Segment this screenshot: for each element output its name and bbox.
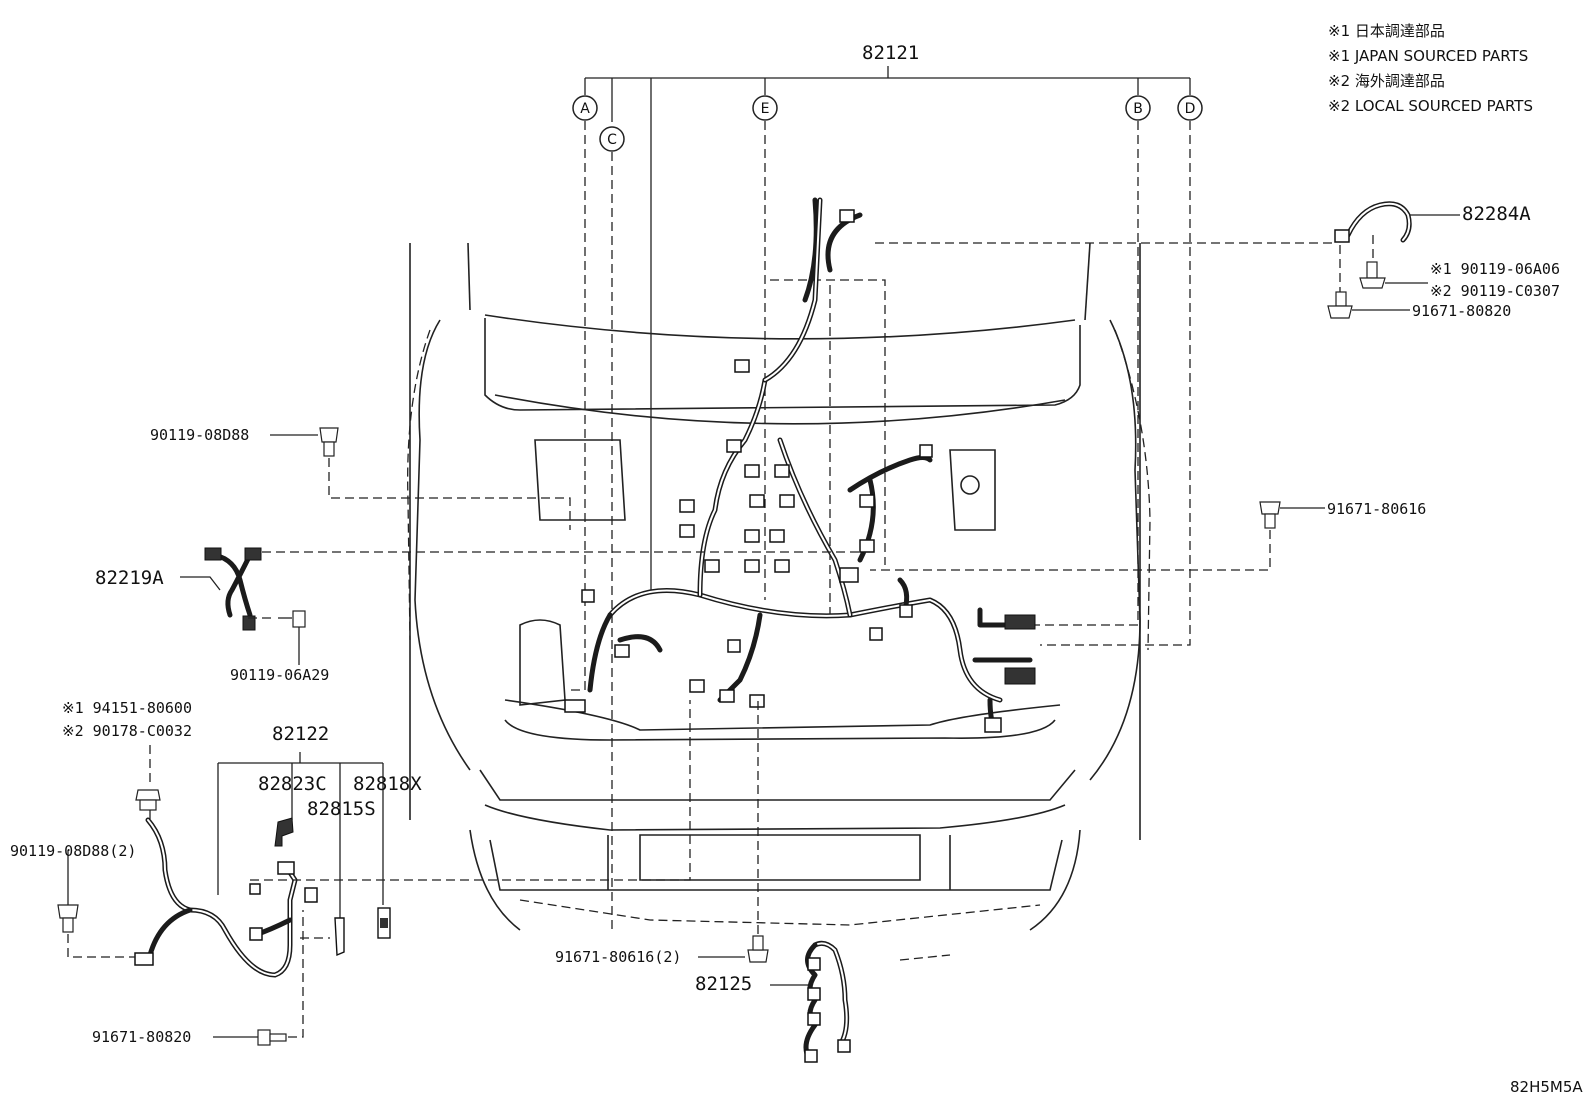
label-91671-80616: 91671-80616 bbox=[1327, 500, 1426, 518]
callout-c: C bbox=[599, 126, 625, 152]
bolt-90119-08D88-2 bbox=[57, 850, 135, 958]
part-82284A-cable bbox=[875, 201, 1460, 310]
svg-text:E: E bbox=[761, 101, 770, 117]
callout-e: E bbox=[752, 95, 778, 121]
label-90119-06A29: 90119-06A29 bbox=[230, 666, 329, 684]
vehicle-outline bbox=[407, 242, 1151, 961]
label-82125: 82125 bbox=[695, 973, 752, 995]
assembly-82122-bracket bbox=[217, 752, 384, 920]
label-90119-C0307: ※2 90119-C0307 bbox=[1430, 282, 1560, 300]
label-91671-80820-bottom: 91671-80820 bbox=[92, 1028, 191, 1046]
bolt-90119-06A29 bbox=[278, 610, 306, 665]
label-91671-80820-top: 91671-80820 bbox=[1412, 302, 1511, 320]
label-90119-08D88: 90119-08D88 bbox=[150, 426, 249, 444]
callout-b: B bbox=[1125, 95, 1151, 121]
label-90119-06A06: ※1 90119-06A06 bbox=[1430, 260, 1560, 278]
bolt-90119-06A06 bbox=[1359, 261, 1428, 289]
label-82823C: 82823C bbox=[258, 773, 327, 795]
bolt-91671-80616 bbox=[870, 501, 1325, 571]
svg-text:B: B bbox=[1133, 101, 1143, 117]
part-82815S-clip bbox=[334, 917, 345, 957]
main-harness-connectors bbox=[564, 209, 1036, 733]
part-82219A-harness bbox=[180, 547, 870, 631]
bolt-90119-08D88 bbox=[270, 427, 571, 530]
legend-line-3: ※2 海外調達部品 bbox=[1328, 72, 1445, 90]
legend-line-2: ※1 JAPAN SOURCED PARTS bbox=[1328, 47, 1528, 65]
label-91671-80616-2: 91671-80616(2) bbox=[555, 948, 681, 966]
bolt-91671-80616-2 bbox=[611, 640, 769, 963]
callout-leaders bbox=[570, 121, 1191, 691]
legend-line-1: ※1 日本調達部品 bbox=[1328, 22, 1445, 40]
svg-text:C: C bbox=[607, 132, 617, 148]
label-82219A: 82219A bbox=[95, 567, 164, 589]
diagram-code: 82H5M5A bbox=[1510, 1078, 1583, 1096]
assembly-82121-bracket bbox=[584, 66, 1191, 590]
legend: ※1 日本調達部品 ※1 JAPAN SOURCED PARTS ※2 海外調達… bbox=[1328, 22, 1533, 115]
label-82284A: 82284A bbox=[1462, 203, 1531, 225]
label-90119-08D88-2: 90119-08D88(2) bbox=[10, 842, 136, 860]
svg-text:A: A bbox=[580, 101, 590, 117]
label-82818X: 82818X bbox=[353, 773, 422, 795]
label-82815S: 82815S bbox=[307, 798, 376, 820]
bolt-91671-80820-top bbox=[1327, 291, 1410, 319]
part-82125-harness bbox=[770, 940, 851, 1063]
part-82122-harness bbox=[134, 700, 691, 978]
nut-94151-80600 bbox=[135, 745, 161, 822]
label-90178-C0032: ※2 90178-C0032 bbox=[62, 722, 192, 740]
label-82122: 82122 bbox=[272, 723, 329, 745]
main-harness bbox=[587, 197, 1033, 733]
bolt-91671-80820-bottom bbox=[213, 910, 304, 1046]
label-94151-80600: ※1 94151-80600 bbox=[62, 699, 192, 717]
part-82818X-clip bbox=[377, 907, 391, 939]
label-82121: 82121 bbox=[862, 42, 919, 64]
part-82823C-clip bbox=[274, 817, 294, 847]
callout-d: D bbox=[1177, 95, 1203, 121]
callout-a: A bbox=[572, 95, 598, 121]
legend-line-4: ※2 LOCAL SOURCED PARTS bbox=[1328, 97, 1533, 115]
svg-text:D: D bbox=[1185, 101, 1196, 117]
